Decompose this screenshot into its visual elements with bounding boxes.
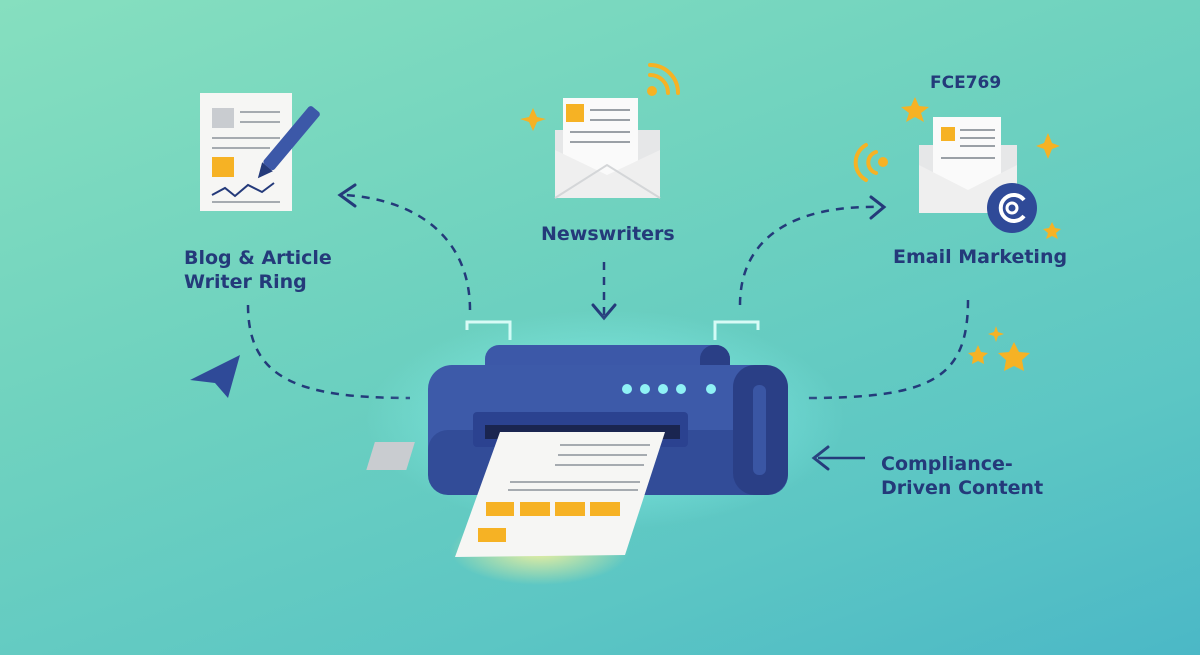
star-icon [901,97,1061,371]
blog-label-line: Blog & Article [184,247,332,269]
newswriters-label: Newswriters [541,223,675,245]
envelope-icon [554,98,661,199]
paper-plane-icon [190,355,240,398]
document-pen-icon [200,93,320,211]
star-icon [520,108,546,131]
compliance-label-line: Compliance- [881,453,1013,475]
blog-label-line: Writer Ring [184,271,307,293]
email-marketing-label: Email Marketing [893,246,1068,268]
wifi-icon [853,143,888,182]
printed-page [366,432,665,557]
compliance-label-line: Driven Content [881,477,1044,499]
blog-label: Blog & Article Writer Ring [184,246,332,294]
wifi-icon [647,63,680,96]
at-sign-icon [987,183,1037,233]
compliance-label: Compliance- Driven Content [881,452,1043,500]
email-code-label: FCE769 [930,73,1002,93]
